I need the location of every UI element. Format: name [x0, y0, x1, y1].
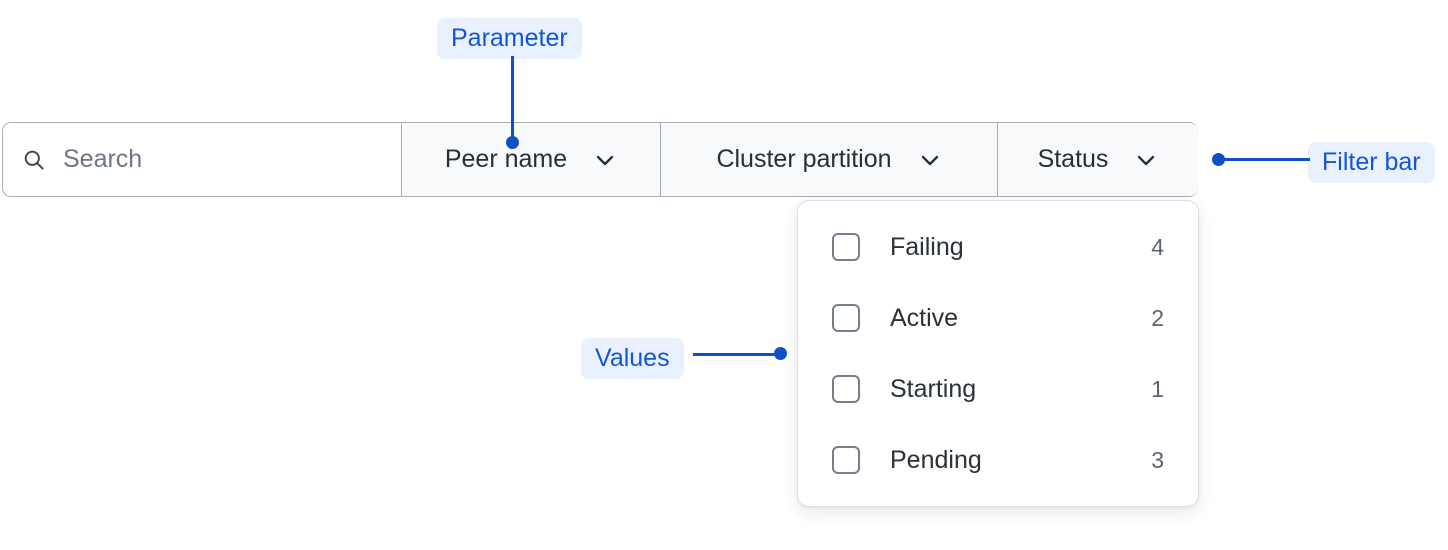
filter-dropdown-peer-name-label: Peer name: [444, 145, 568, 173]
checkbox-active[interactable]: [832, 304, 860, 332]
list-item[interactable]: Active 2: [832, 294, 1164, 342]
annotation-leader-line-filter-bar: [1224, 158, 1310, 161]
search-box[interactable]: [3, 123, 402, 196]
annotation-label-parameter: Parameter: [437, 18, 582, 59]
annotation-dot-values: [774, 347, 787, 360]
option-count: 1: [1151, 375, 1164, 402]
checkbox-starting[interactable]: [832, 375, 860, 403]
option-count: 3: [1151, 446, 1164, 473]
chevron-down-icon: [593, 148, 617, 172]
list-item[interactable]: Starting 1: [832, 365, 1164, 413]
option-label: Active: [890, 303, 959, 332]
filter-dropdown-status-label: Status: [1037, 145, 1109, 173]
filter-dropdown-cluster-partition[interactable]: Cluster partition: [661, 123, 998, 196]
annotation-dot-filter-bar: [1212, 153, 1225, 166]
option-count: 2: [1151, 304, 1164, 331]
filter-dropdown-cluster-partition-label: Cluster partition: [716, 145, 892, 173]
checkbox-failing[interactable]: [832, 233, 860, 261]
annotation-dot-parameter: [506, 136, 519, 149]
status-dropdown-panel: Failing 4 Active 2 Starting 1 Pending 3: [797, 200, 1199, 507]
option-count: 4: [1151, 233, 1164, 260]
chevron-down-icon: [918, 148, 942, 172]
search-input[interactable]: [63, 145, 363, 174]
search-icon: [23, 149, 45, 171]
annotation-leader-line-parameter: [511, 56, 514, 142]
filter-dropdown-peer-name[interactable]: Peer name: [402, 123, 661, 196]
annotation-label-filter-bar: Filter bar: [1308, 142, 1435, 183]
option-label: Starting: [890, 374, 977, 403]
filter-bar: Peer name Cluster partition Status: [2, 122, 1198, 197]
annotation-label-values: Values: [581, 338, 684, 379]
checkbox-pending[interactable]: [832, 446, 860, 474]
filter-dropdown-status[interactable]: Status: [998, 123, 1198, 196]
chevron-down-icon: [1134, 148, 1158, 172]
list-item[interactable]: Pending 3: [832, 436, 1164, 484]
option-label: Failing: [890, 232, 964, 261]
annotation-leader-line-values: [693, 353, 785, 356]
list-item[interactable]: Failing 4: [832, 223, 1164, 271]
option-label: Pending: [890, 445, 982, 474]
